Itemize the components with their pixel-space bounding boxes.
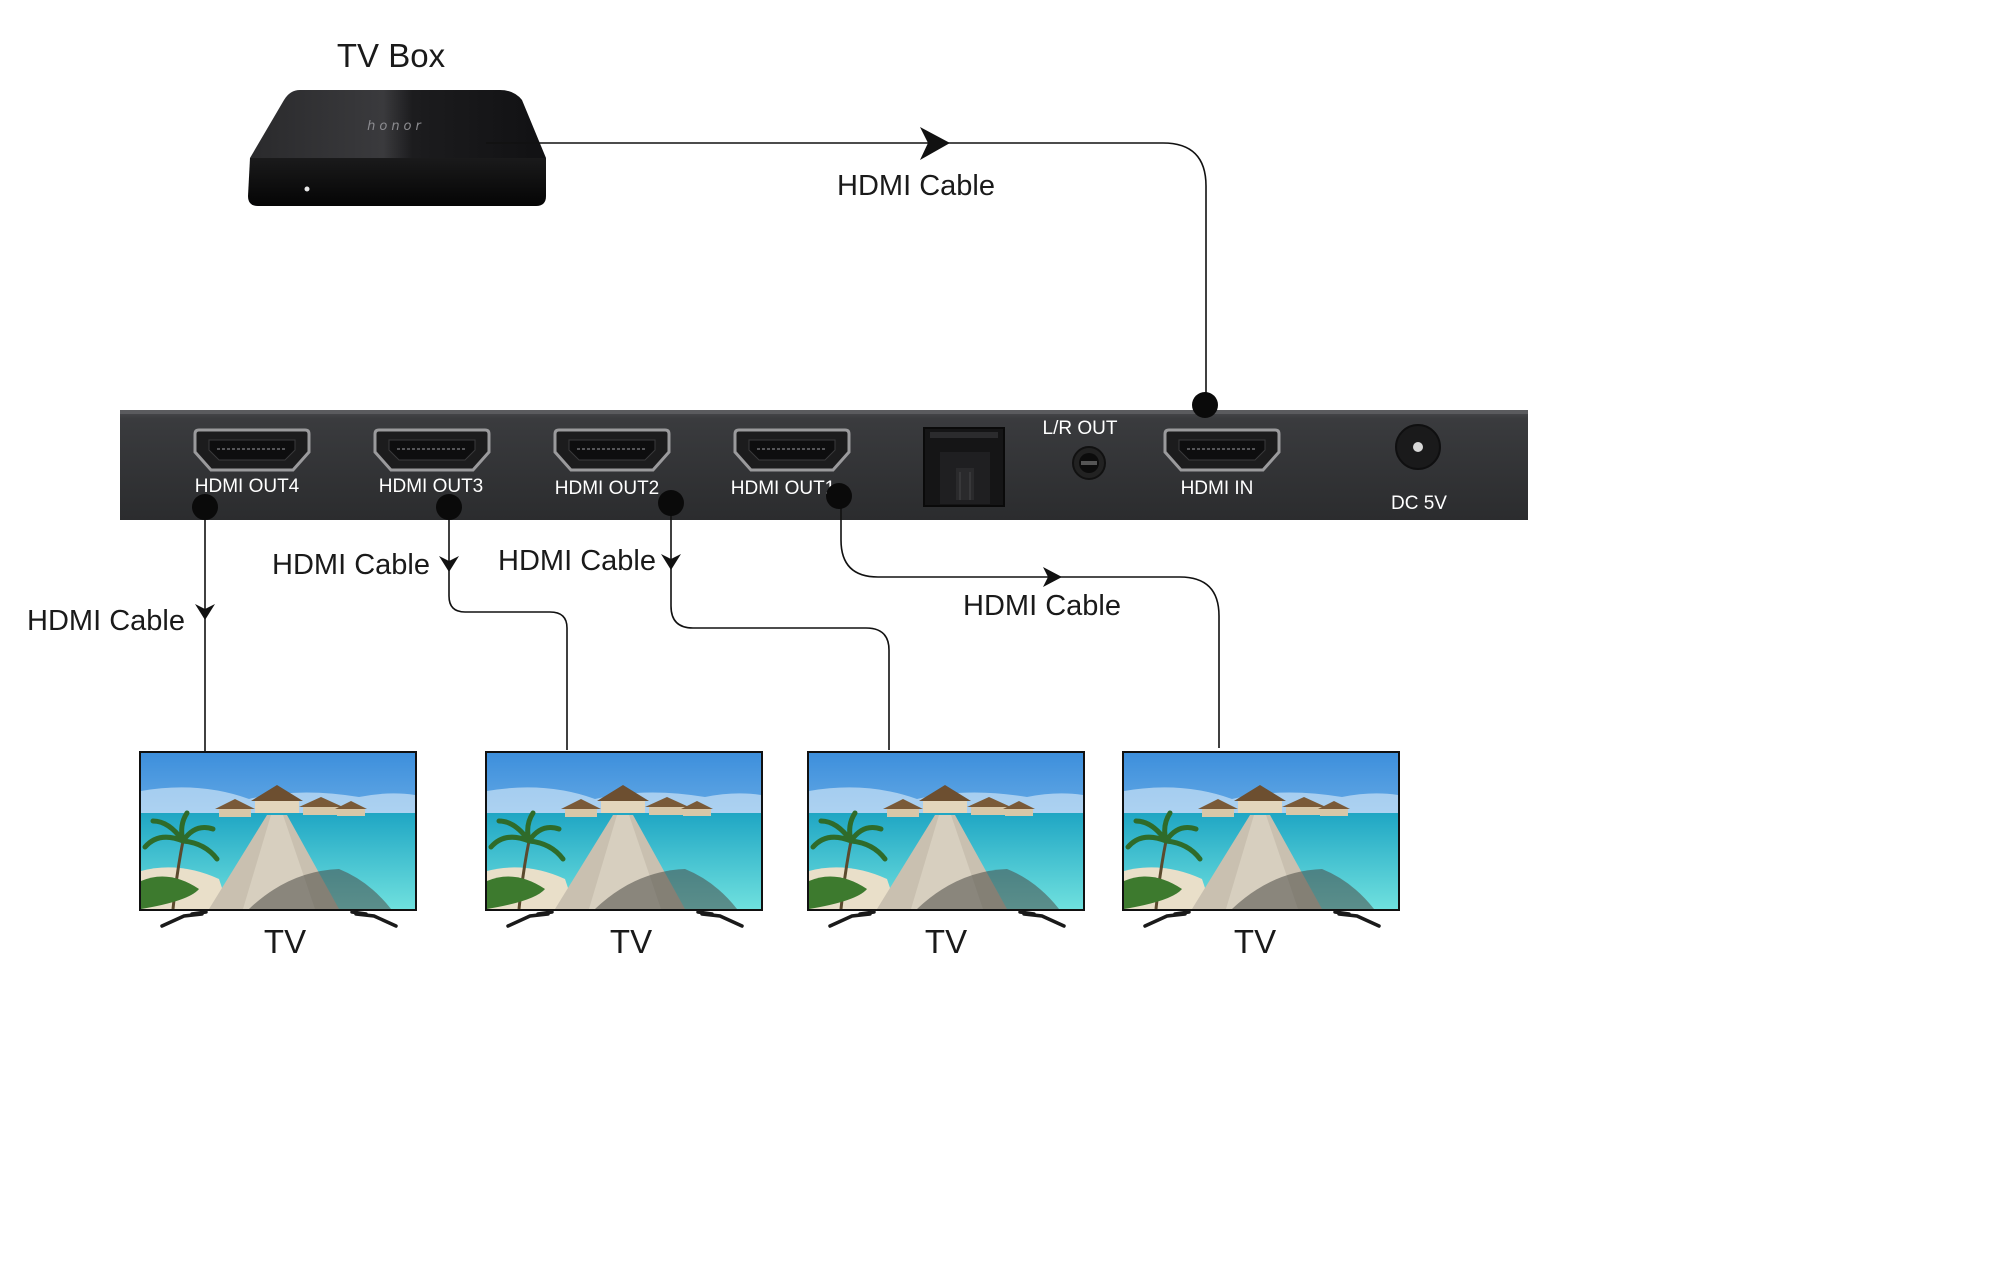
- port-hdmi-out1-label: HDMI OUT1: [731, 478, 836, 499]
- connection-points: [192, 392, 1218, 520]
- dot-hdmi-in: [1192, 392, 1218, 418]
- dc-power-jack: DC 5V: [1391, 424, 1447, 514]
- tv-3-label: TV: [925, 923, 967, 960]
- out3-cable-label: HDMI Cable: [272, 549, 430, 581]
- port-hdmi-in: HDMI IN: [1163, 428, 1281, 499]
- tv-1: TV: [139, 751, 417, 960]
- input-cable-arrow: [920, 127, 950, 160]
- port-hdmi-out1: HDMI OUT1: [731, 428, 851, 499]
- input-cable: [486, 127, 1207, 405]
- out2-cable: [661, 503, 890, 750]
- out4-cable-label: HDMI Cable: [27, 605, 185, 637]
- port-hdmi-out2: HDMI OUT2: [553, 428, 671, 499]
- port-hdmi-out3-label: HDMI OUT3: [379, 476, 484, 497]
- dot-out4: [192, 494, 218, 520]
- tv-2: TV: [485, 751, 763, 960]
- out1-cable: [840, 496, 1220, 748]
- out3-cable: [439, 507, 568, 750]
- input-cable-label: HDMI Cable: [837, 170, 995, 202]
- out4-cable: [195, 507, 215, 752]
- port-hdmi-out3: HDMI OUT3: [373, 428, 491, 497]
- optical-port: [923, 427, 1005, 507]
- port-hdmi-in-label: HDMI IN: [1181, 478, 1254, 499]
- tv-box-brand: honor: [367, 119, 425, 134]
- dot-out1: [826, 483, 852, 509]
- tv-3: TV: [807, 751, 1085, 960]
- tv-2-label: TV: [610, 923, 652, 960]
- tv-box-label: TV Box: [337, 37, 446, 74]
- tv-box: honor: [248, 90, 546, 206]
- tv-1-label: TV: [264, 923, 306, 960]
- out1-cable-label: HDMI Cable: [963, 590, 1121, 622]
- dot-out2: [658, 490, 684, 516]
- tv-4: TV: [1122, 751, 1400, 960]
- splitter-connection-diagram: honor TV Box HDMI Cable HDMI OUT4 HDMI O…: [27, 37, 1528, 960]
- out2-cable-label: HDMI Cable: [498, 545, 656, 577]
- port-dc-label: DC 5V: [1391, 493, 1447, 514]
- tv-4-label: TV: [1234, 923, 1276, 960]
- audio-jack: L/R OUT: [1043, 418, 1118, 480]
- dot-out3: [436, 494, 462, 520]
- port-hdmi-out4-label: HDMI OUT4: [195, 476, 300, 497]
- port-hdmi-out2-label: HDMI OUT2: [555, 478, 660, 499]
- port-lr-out-label: L/R OUT: [1043, 418, 1118, 439]
- port-hdmi-out4: HDMI OUT4: [193, 428, 311, 497]
